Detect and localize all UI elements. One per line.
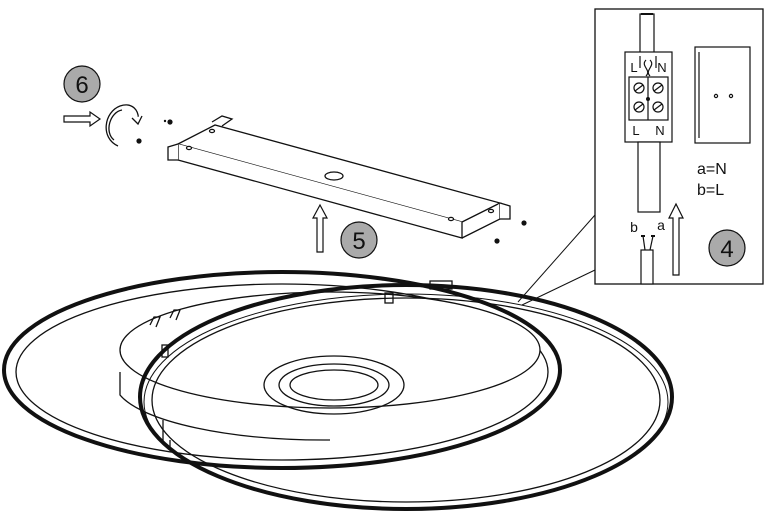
wire-label-a: a xyxy=(657,217,665,233)
legend-line-1: a=N xyxy=(697,161,727,178)
step-badge-5: 5 xyxy=(340,221,378,259)
wire-label-b: b xyxy=(630,219,638,235)
lamp-cable xyxy=(637,141,661,285)
terminal-screw-icon xyxy=(652,82,664,94)
legend-line-2: b=L xyxy=(697,182,724,199)
screw xyxy=(136,138,142,144)
terminal-block xyxy=(624,51,673,143)
step-badge-6: 6 xyxy=(63,65,101,103)
screw xyxy=(167,119,173,125)
terminal-screw-icon xyxy=(633,82,645,94)
connector-box xyxy=(694,46,751,144)
terminal-label-bottom-right: N xyxy=(655,123,664,138)
screw xyxy=(163,119,167,123)
arrow-up-step4 xyxy=(668,202,684,276)
center-led-rings xyxy=(263,355,405,415)
step-number: 4 xyxy=(720,236,733,263)
back-ring xyxy=(2,270,562,470)
terminal-screw-icon xyxy=(652,101,664,113)
screws xyxy=(136,119,527,244)
terminal-label-top-left: L xyxy=(630,60,637,75)
step-number: 5 xyxy=(352,228,365,255)
terminal-label-top-right: N xyxy=(657,60,666,75)
central-housing xyxy=(119,280,541,450)
ceiling-lamp xyxy=(2,270,674,511)
arrow-right-step6 xyxy=(63,110,102,128)
rotate-arrow-icon xyxy=(105,104,143,147)
screw xyxy=(494,238,500,244)
wiring-detail-panel: L N L N b a a=N b=L 4 xyxy=(594,8,764,285)
arrow-up-step5 xyxy=(311,203,329,253)
screw xyxy=(521,220,527,226)
step-badge-4: 4 xyxy=(708,229,746,267)
front-ring xyxy=(138,283,674,511)
terminal-label-bottom-left: L xyxy=(632,123,639,138)
mounting-bracket xyxy=(167,115,511,239)
step-number: 6 xyxy=(75,72,88,99)
supply-cable xyxy=(639,13,655,57)
terminal-screw-icon xyxy=(633,101,645,113)
callout-leader-lines xyxy=(517,214,596,306)
